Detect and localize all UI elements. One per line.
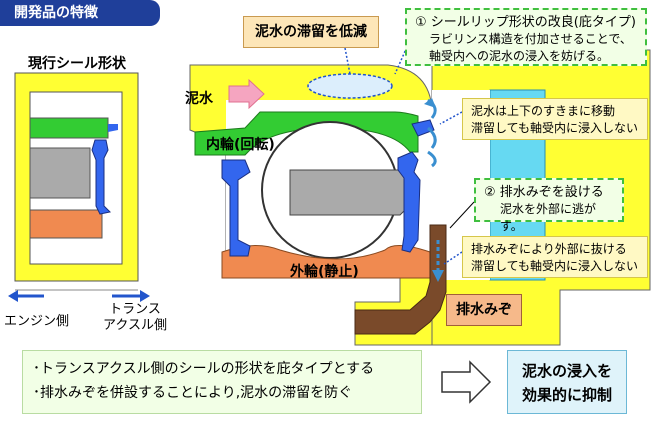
outer-ring-label: 外輪(静止) bbox=[290, 264, 359, 280]
summary-box: ･トランスアクスル側のシールの形状を庇タイプとする ･排水みぞを併設することによ… bbox=[22, 350, 422, 414]
sludge-reduce-title: 泥水の滞留を低減 bbox=[243, 16, 379, 48]
drain-groove bbox=[354, 224, 447, 335]
inner-ring bbox=[194, 111, 419, 156]
current-seal-diagram bbox=[14, 72, 139, 291]
engine-side-label: エンジン側 bbox=[4, 314, 70, 329]
trans-side-label: トランス アクスル側 bbox=[103, 302, 167, 333]
current-outer-ring bbox=[29, 209, 103, 239]
lip-callout: ① シールリップ形状の改良(庇タイプ) ラビリンス構造を付加させることで、 軸受… bbox=[405, 8, 647, 66]
outer-ring bbox=[221, 245, 431, 279]
drain-callout: ② 排水みぞを設ける 泥水を外部に逃がす。 bbox=[474, 178, 624, 233]
result-box: 泥水の浸入を 効果的に抑制 bbox=[507, 350, 627, 414]
drain-groove-label: 排水みぞ bbox=[446, 294, 522, 326]
summary-arrow-icon bbox=[441, 360, 492, 404]
inner-ring-label: 内輪(回転) bbox=[206, 137, 275, 153]
shaft bbox=[289, 169, 411, 216]
direction-arrows bbox=[8, 290, 150, 302]
current-inner-ring bbox=[29, 117, 109, 139]
right-seal-top bbox=[411, 119, 435, 137]
left-seal bbox=[221, 159, 251, 257]
section-title: 開発品の特徴 bbox=[0, 0, 160, 26]
current-seal-lip bbox=[91, 139, 112, 215]
current-seal-title: 現行シール形状 bbox=[28, 56, 126, 72]
right-seal bbox=[397, 151, 421, 253]
current-shaft bbox=[29, 147, 91, 199]
gap-callout: 泥水は上下のすきまに移動 滞留しても軸受内に浸入しない bbox=[462, 98, 648, 140]
out-callout: 排水みぞにより外部に抜ける 滞留しても軸受内に浸入しない bbox=[462, 236, 648, 278]
summary-line-2: ･排水みぞを併設することにより,泥水の滞留を防ぐ bbox=[33, 385, 353, 401]
current-seal-top bbox=[108, 124, 118, 132]
mud-label: 泥水 bbox=[185, 91, 213, 107]
mud-pocket bbox=[307, 73, 393, 99]
mud-arrow-icon bbox=[228, 78, 265, 110]
summary-line-1: ･トランスアクスル側のシールの形状を庇タイプとする bbox=[33, 361, 375, 377]
